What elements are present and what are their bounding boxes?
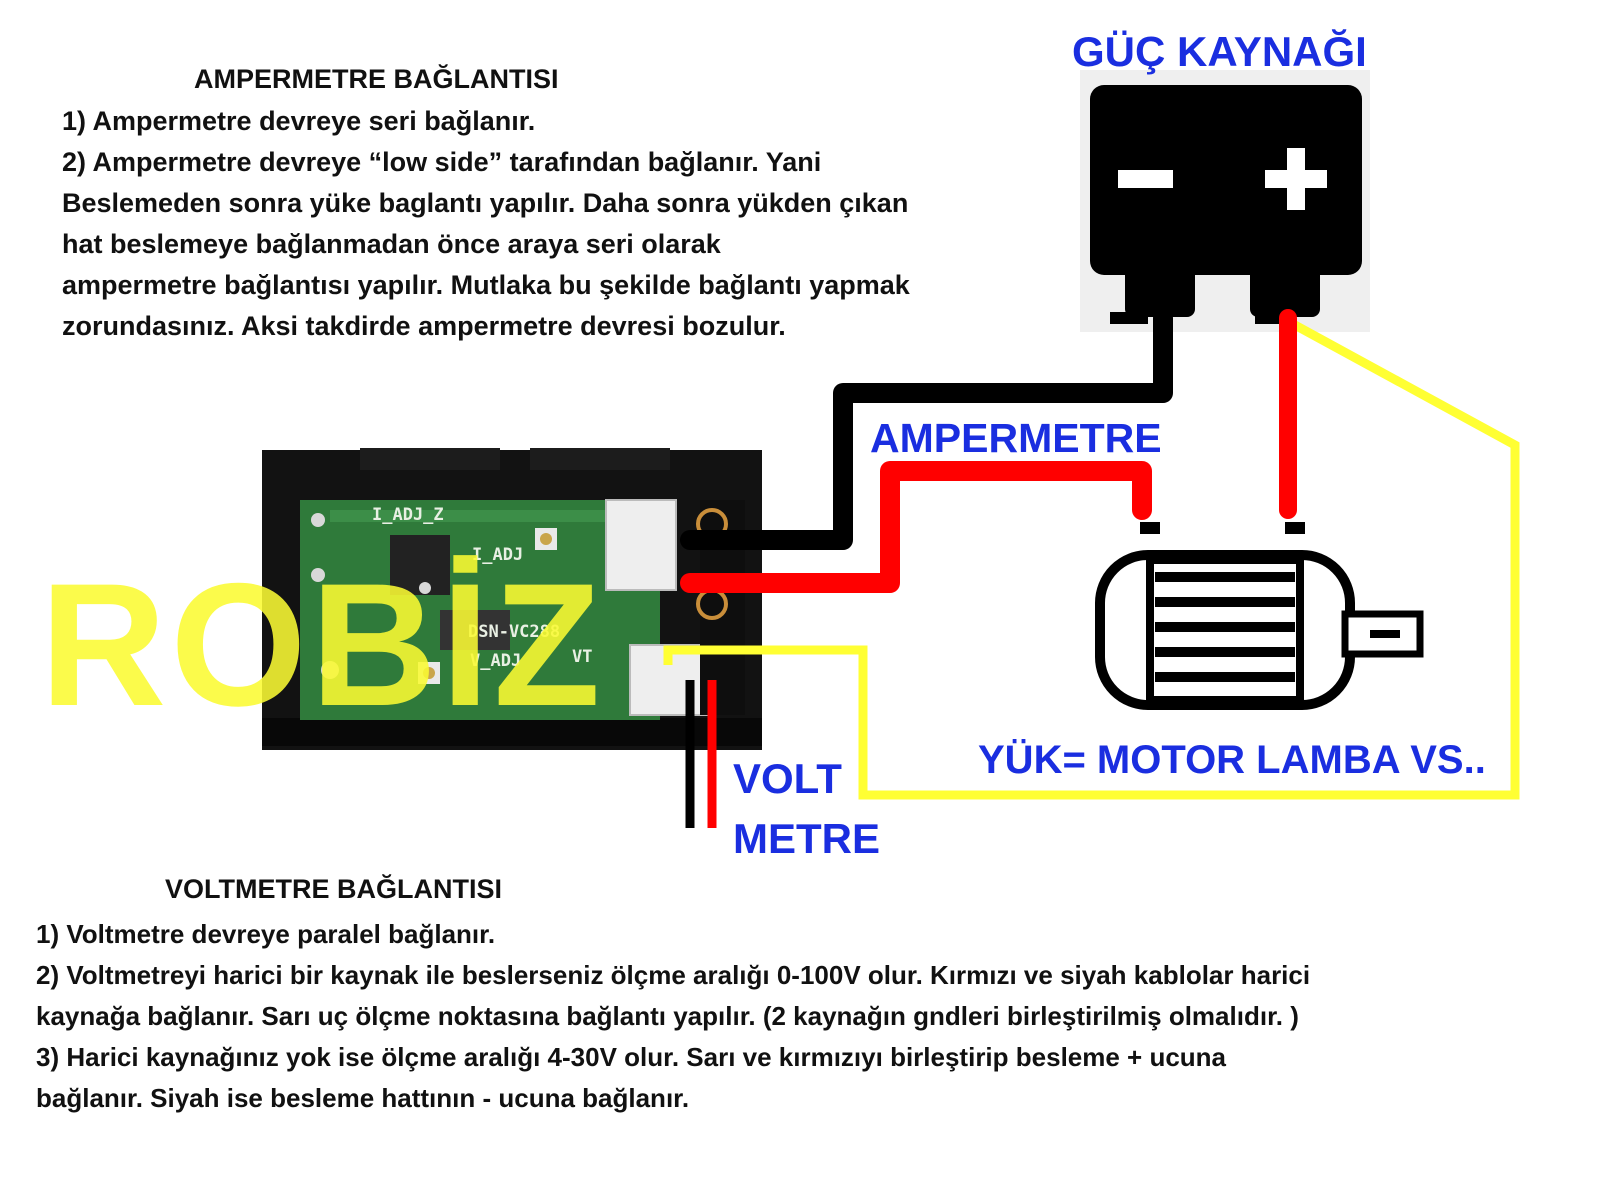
pcb-label-vt: VT — [572, 647, 592, 667]
wires — [663, 308, 1520, 828]
voltmeter-label-line-1: VOLT — [733, 755, 842, 802]
ampermetre-line-6: zorundasınız. Aksi takdirde ampermetre d… — [62, 311, 786, 341]
voltmetre-line-2: 2) Voltmetreyi harici bir kaynak ile bes… — [36, 960, 1311, 990]
battery-icon — [1080, 70, 1370, 332]
load-label: YÜK= MOTOR LAMBA VS.. — [978, 738, 1486, 782]
ampermetre-line-5: ampermetre bağlantısı yapılır. Mutlaka b… — [62, 270, 910, 300]
voltmetre-line-3: kaynağa bağlanır. Sarı uç ölçme noktasın… — [36, 1001, 1299, 1031]
battery-plus-sign-v — [1287, 148, 1305, 210]
pcb-label-i-adj: I_ADJ — [472, 545, 523, 565]
ampermetre-heading: AMPERMETRE BAĞLANTISI — [194, 64, 559, 94]
ammeter-label: AMPERMETRE — [870, 415, 1162, 461]
voltmetre-line-5: bağlanır. Siyah ise besleme hattının - u… — [36, 1083, 690, 1113]
power-supply-label: GÜÇ KAYNAĞI — [1072, 28, 1367, 75]
wire-black-supply — [680, 308, 1173, 550]
pcb-label-v-adj: V_ADJ — [470, 651, 521, 671]
pcb-label-i-adj-z: I_ADJ_Z — [372, 505, 444, 525]
ampermetre-line-1: 1) Ampermetre devreye seri bağlanır. — [62, 106, 536, 136]
wire-red-ammeter — [680, 461, 1152, 593]
voltmetre-line-1: 1) Voltmetre devreye paralel bağlanır. — [36, 919, 496, 949]
wire-yellow — [663, 314, 1520, 800]
motor-icon — [1095, 522, 1424, 710]
battery-minus-sign — [1118, 170, 1173, 188]
voltmeter-label-line-2: METRE — [733, 815, 880, 862]
voltmetre-heading: VOLTMETRE BAĞLANTISI — [165, 874, 502, 904]
ampermetre-line-2: 2) Ampermetre devreye “low side” tarafın… — [62, 147, 822, 177]
ampermetre-line-4: hat beslemeye bağlanmadan önce araya ser… — [62, 229, 721, 259]
ampermetre-line-3: Beslemeden sonra yüke baglantı yapılır. … — [62, 188, 909, 218]
pcb-label-model: DSN-VC288 — [468, 622, 560, 642]
watermark-text: ROBİZ — [40, 548, 605, 743]
voltmetre-line-4: 3) Harici kaynağınız yok ise ölçme aralı… — [36, 1042, 1227, 1072]
